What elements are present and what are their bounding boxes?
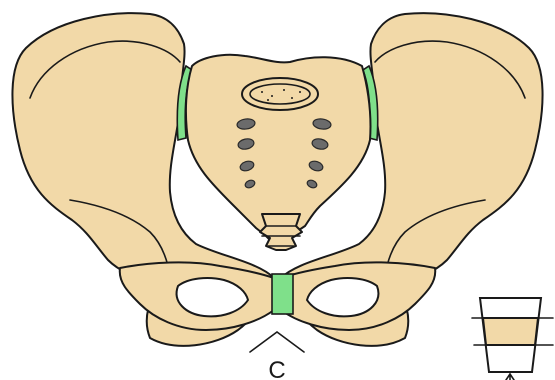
subpubic-angle-label: C xyxy=(268,357,285,380)
pubic-symphysis xyxy=(272,274,293,314)
inset-arrow xyxy=(506,374,514,380)
pelvic-canal-inset-icon xyxy=(472,298,553,380)
inset-band xyxy=(483,318,538,345)
coccyx xyxy=(260,214,302,250)
subpubic-angle-marker xyxy=(250,332,304,352)
sacral-promontory xyxy=(242,78,318,110)
